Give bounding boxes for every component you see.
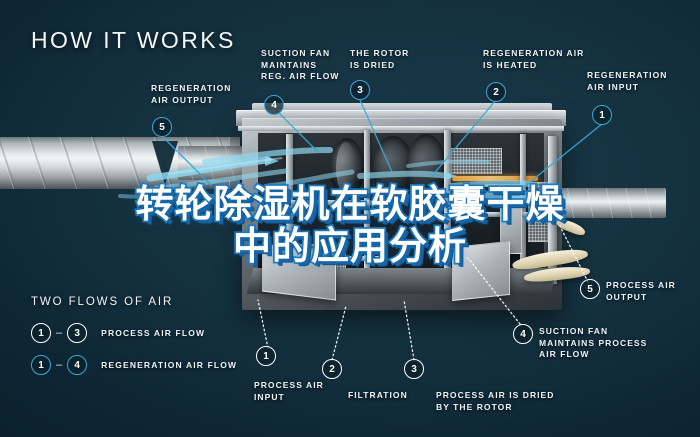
callout-label-regeneration-air-output: REGENERATION AIR OUTPUT	[151, 83, 232, 105]
badge-3-process-air-is-dried[interactable]: 3	[404, 359, 424, 379]
badge-1-regeneration-air-input[interactable]: 1	[592, 105, 612, 125]
legend-badge-from: 1	[31, 323, 51, 343]
frame-post	[286, 134, 293, 284]
legend-dash: –	[56, 327, 63, 339]
legend-badge-to: 4	[67, 355, 88, 375]
right-outlet-duct	[560, 188, 666, 218]
heater-coil	[452, 176, 538, 181]
legend-dash: –	[56, 359, 63, 371]
callout-label-process-air-output: PROCESS AIR OUTPUT	[606, 280, 676, 302]
duct-cut-wedge	[152, 141, 178, 185]
badge-5-regeneration-air-output[interactable]: 5	[152, 117, 172, 137]
overlay-title: 转轮除湿机在软胶囊干燥 中的应用分析	[0, 180, 700, 270]
callout-label-process-air-input: PROCESS AIR INPUT	[254, 380, 324, 402]
frame-rail	[258, 200, 388, 205]
legend-label-regeneration-air-flow: REGENERATION AIR FLOW	[101, 360, 238, 370]
legend-badge-from: 1	[31, 355, 51, 375]
legend-row-regeneration-air-flow: 1 – 4 REGENERATION AIR FLOW	[31, 355, 237, 375]
badge-4-suction-fan-process[interactable]: 4	[513, 324, 533, 344]
overlay-title-line-1: 转轮除湿机在软胶囊干燥	[134, 180, 566, 228]
cabinet-upper-cap	[252, 103, 552, 113]
legend-row-process-air-flow: 1 – 3 PROCESS AIR FLOW	[31, 323, 205, 343]
filter-mesh-panel	[450, 148, 502, 174]
callout-label-regeneration-air-input: REGENERATION AIR INPUT	[587, 70, 668, 92]
badge-4-suction-fan-reg[interactable]: 4	[264, 95, 284, 115]
legend-badge-to: 3	[67, 323, 88, 343]
badge-3-rotor-is-dried[interactable]: 3	[350, 80, 370, 100]
cabinet-lip	[238, 126, 564, 131]
callout-label-suction-fan-reg: SUCTION FAN MAINTAINS REG. AIR FLOW	[261, 48, 340, 82]
legend-title: TWO FLOWS OF AIR	[31, 296, 174, 308]
frame-post	[444, 130, 451, 288]
legend-label-process-air-flow: PROCESS AIR FLOW	[101, 328, 206, 338]
callout-label-suction-fan-process: SUCTION FAN MAINTAINS PROCESS AIR FLOW	[539, 326, 648, 360]
frame-post	[364, 130, 370, 286]
page-title: HOW IT WORKS	[31, 27, 236, 53]
callout-label-filtration: FILTRATION	[348, 390, 408, 400]
frame-post	[548, 136, 557, 284]
badge-2-regeneration-air-is-heated[interactable]: 2	[486, 82, 506, 102]
badge-5-process-air-output[interactable]: 5	[580, 279, 600, 299]
callout-label-regeneration-air-is-heated: REGENERATION AIR IS HEATED	[483, 48, 585, 70]
callout-label-process-air-is-dried: PROCESS AIR IS DRIED BY THE ROTOR	[436, 390, 555, 412]
badge-2-filtration[interactable]: 2	[322, 359, 342, 379]
callout-label-rotor-is-dried: THE ROTOR IS DRIED	[350, 48, 410, 70]
overlay-title-line-2: 中的应用分析	[231, 222, 468, 270]
frame-post	[520, 134, 526, 286]
badge-1-process-air-input[interactable]: 1	[256, 346, 276, 366]
secondary-duct	[178, 146, 248, 180]
duct-seam-texture	[178, 146, 248, 180]
duct-seam-texture	[560, 188, 666, 218]
